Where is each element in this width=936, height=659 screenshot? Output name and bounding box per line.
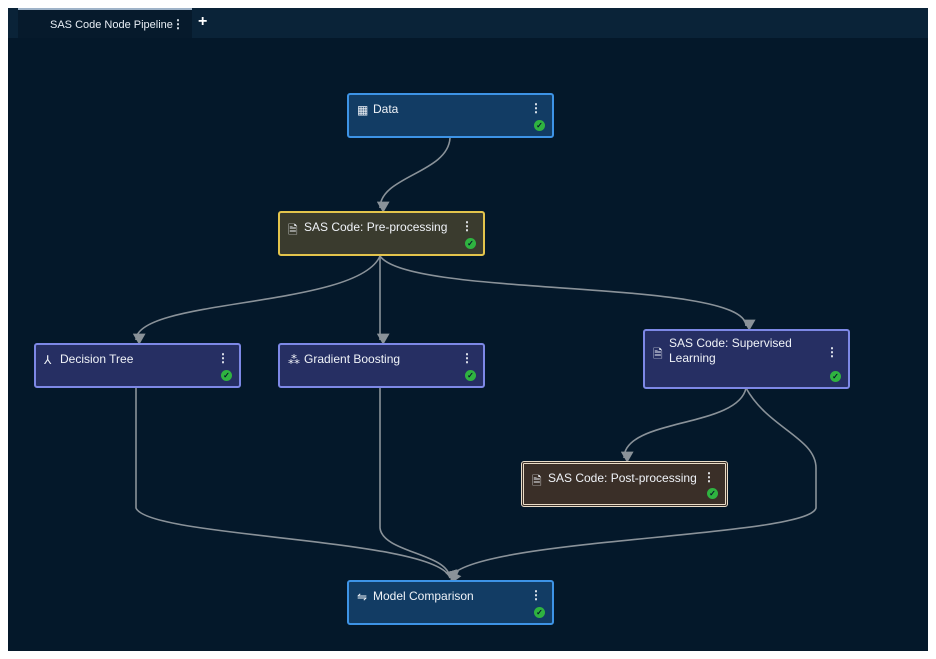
pipeline-canvas: SAS Code Node Pipeline ⋮ + ▦ Data ⋮ ✓ 🗎 … — [8, 8, 928, 651]
more-vertical-icon[interactable]: ⋮ — [530, 588, 542, 602]
node-decision-tree[interactable]: ⅄ Decision Tree ⋮ ✓ — [34, 343, 241, 388]
node-label: SAS Code: Pre-processing — [304, 220, 448, 234]
node-label: Gradient Boosting — [304, 352, 401, 366]
node-sas-code-supervised-learning[interactable]: 🗎 SAS Code: Supervised Learning ⋮ ✓ — [643, 329, 850, 389]
node-sas-code-preprocessing[interactable]: 🗎 SAS Code: Pre-processing ⋮ ✓ — [278, 211, 485, 256]
success-check-icon: ✓ — [534, 120, 545, 131]
success-check-icon: ✓ — [465, 370, 476, 381]
node-label: SAS Code: Supervised Learning — [669, 336, 792, 365]
edge-pre-supervised — [379, 255, 756, 331]
more-vertical-icon[interactable]: ⋮ — [461, 219, 473, 233]
tree-icon: ⅄ — [44, 353, 52, 367]
tab-bar: SAS Code Node Pipeline ⋮ + — [8, 8, 928, 38]
more-vertical-icon[interactable]: ⋮ — [172, 17, 184, 31]
edge-gradientboosting-modelcomparison — [379, 388, 460, 583]
node-gradient-boosting[interactable]: ⁂ Gradient Boosting ⋮ ✓ — [278, 343, 485, 388]
node-sas-code-postprocessing[interactable]: 🗎 SAS Code: Post-processing ⋮ ✓ — [521, 461, 728, 507]
add-tab-button[interactable]: + — [198, 13, 208, 30]
node-label: Model Comparison — [373, 589, 474, 603]
more-vertical-icon[interactable]: ⋮ — [530, 101, 542, 115]
code-file-icon: 🗎 — [532, 474, 542, 488]
more-vertical-icon[interactable]: ⋮ — [217, 351, 229, 365]
pipeline-edges — [132, 137, 817, 584]
more-vertical-icon[interactable]: ⋮ — [826, 345, 838, 359]
edge-pre-decisiontree — [132, 255, 381, 345]
tab-pipeline[interactable]: SAS Code Node Pipeline ⋮ — [18, 8, 192, 38]
edge-data-preprocessing — [376, 137, 451, 213]
node-data[interactable]: ▦ Data ⋮ ✓ — [347, 93, 554, 138]
node-model-comparison[interactable]: ⇋ Model Comparison ⋮ ✓ — [347, 580, 554, 625]
node-label: SAS Code: Post-processing — [548, 471, 697, 485]
node-label: Decision Tree — [60, 352, 134, 366]
code-file-icon: 🗎 — [288, 223, 298, 237]
success-check-icon: ✓ — [221, 370, 232, 381]
code-file-icon: 🗎 — [653, 347, 663, 361]
more-vertical-icon[interactable]: ⋮ — [703, 470, 715, 484]
data-table-icon: ▦ — [357, 103, 369, 117]
node-label: Data — [373, 102, 399, 116]
edge-supervised-postprocessing — [620, 387, 747, 463]
success-check-icon: ✓ — [465, 238, 476, 249]
success-check-icon: ✓ — [707, 488, 718, 499]
more-vertical-icon[interactable]: ⋮ — [461, 351, 473, 365]
success-check-icon: ✓ — [830, 371, 841, 382]
success-check-icon: ✓ — [534, 607, 545, 618]
edge-supervised-modelcomparison — [449, 387, 817, 584]
compare-icon: ⇋ — [357, 590, 368, 604]
boosting-icon: ⁂ — [288, 353, 300, 367]
edge-decisiontree-modelcomparison — [135, 388, 458, 582]
tab-label: SAS Code Node Pipeline — [50, 19, 173, 31]
